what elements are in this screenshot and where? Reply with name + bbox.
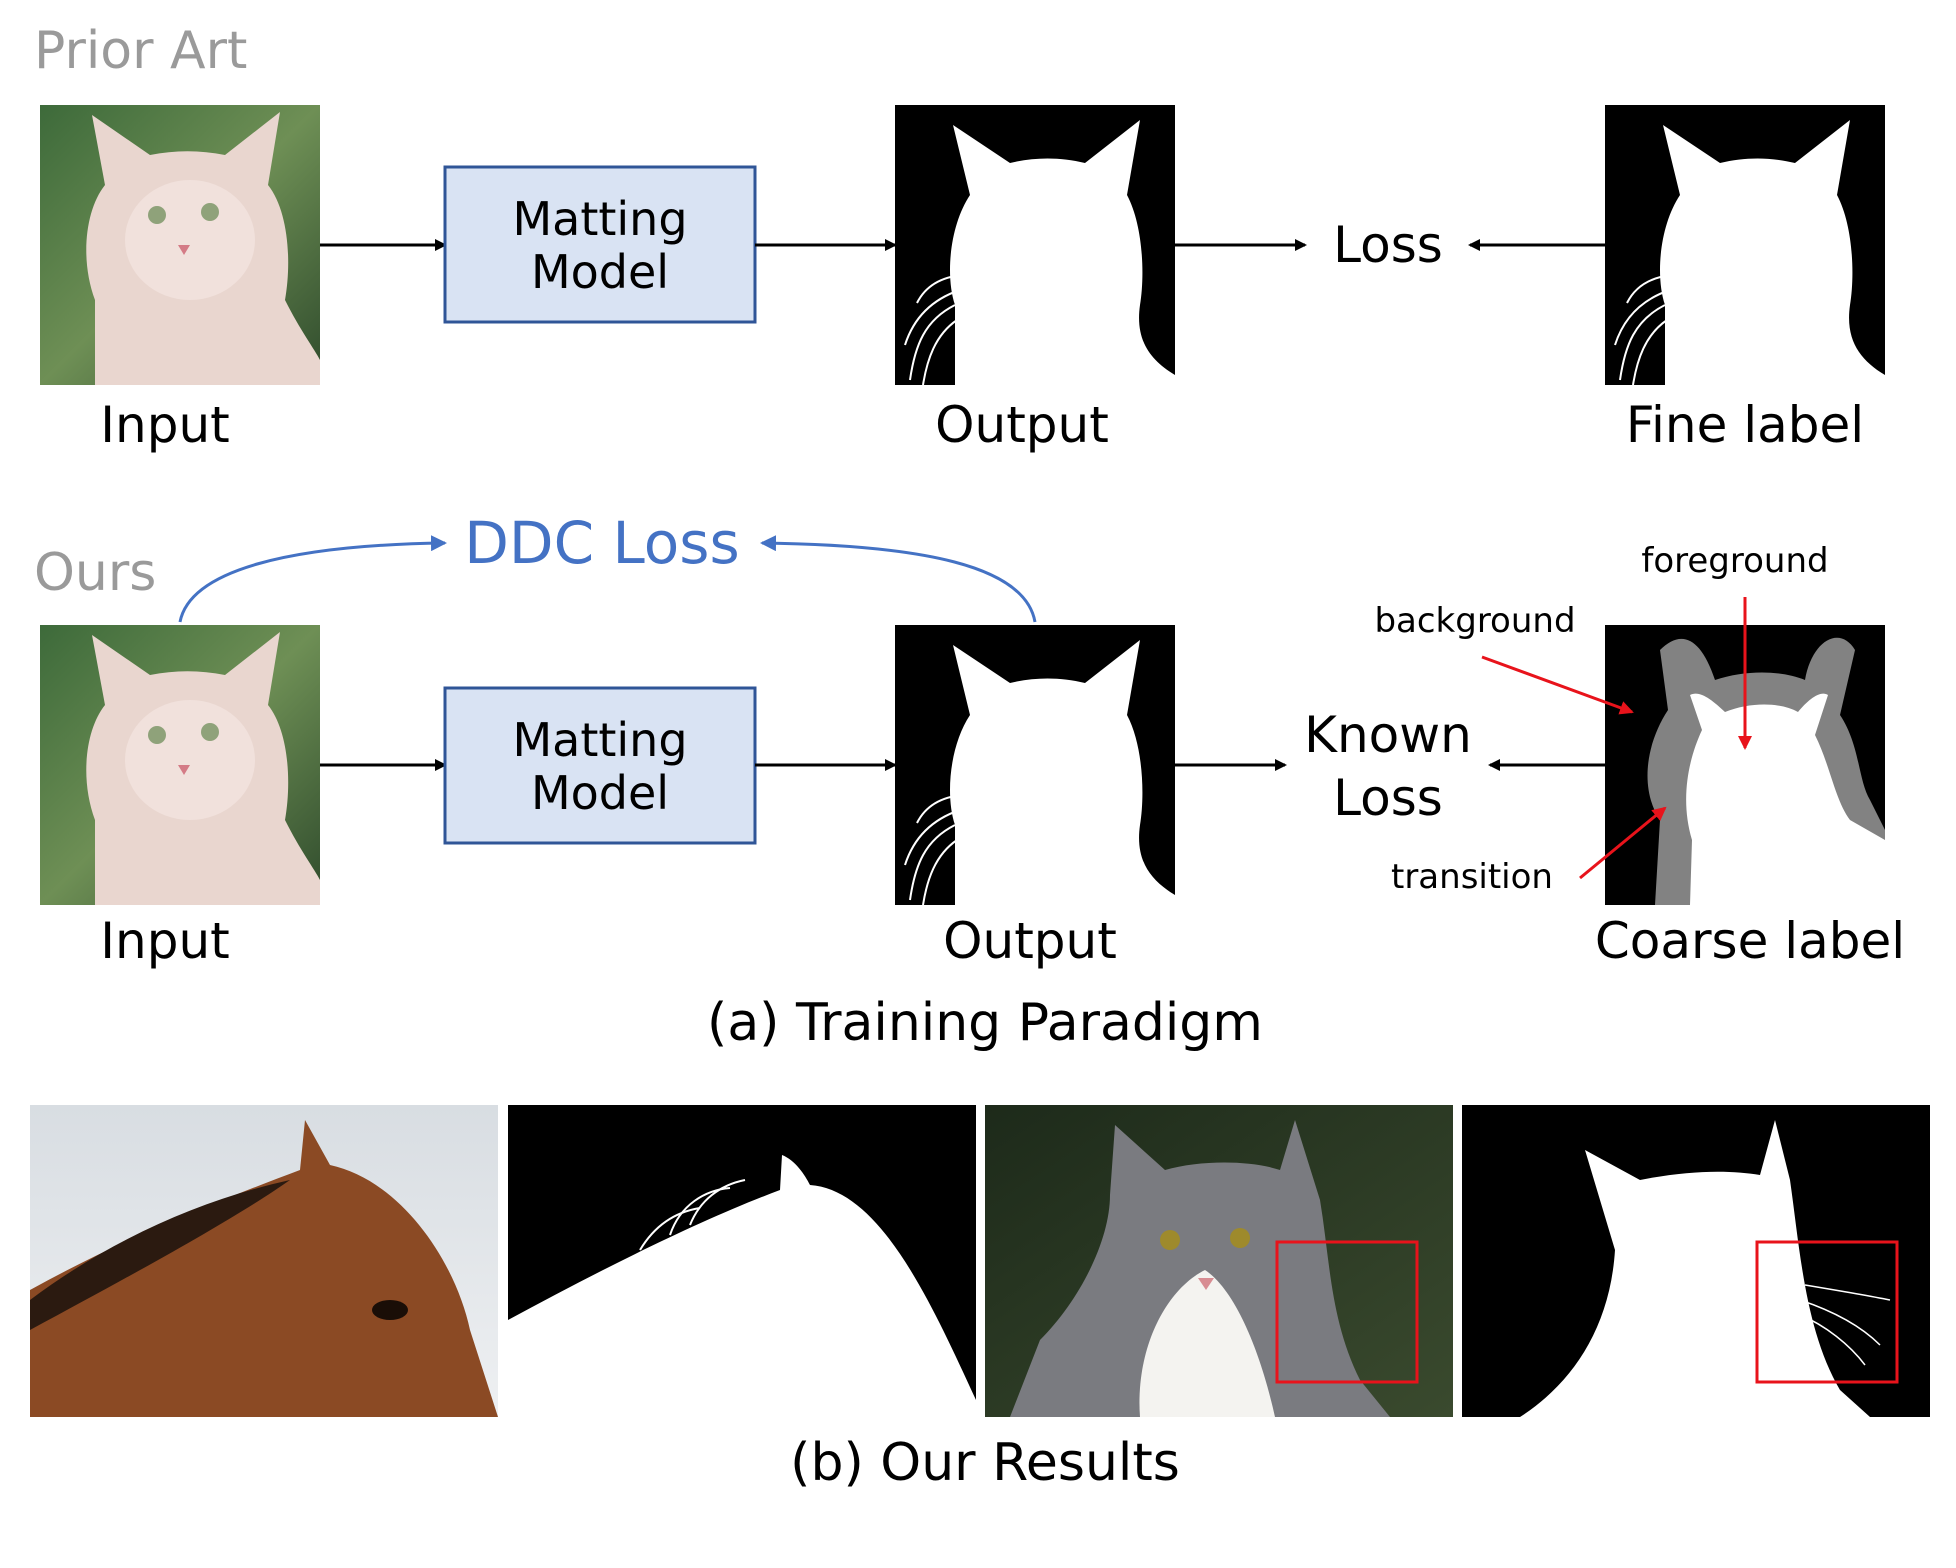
transition-pointer-arrow — [1579, 806, 1667, 880]
top-matting-model-box: Matting Model — [443, 165, 757, 324]
top-fine-label-text: Fine label — [1626, 396, 1864, 454]
top-model-line1: Matting — [512, 192, 687, 246]
top-input-image — [40, 105, 320, 385]
bottom-matting-model-box: Matting Model — [443, 686, 757, 845]
annotation-foreground: foreground — [1641, 541, 1828, 581]
zoom-box-cat-alpha — [1755, 1240, 1899, 1384]
top-input-label: Input — [100, 396, 229, 454]
top-output-label: Output — [935, 396, 1109, 454]
top-output-alpha-image — [895, 105, 1175, 385]
bottom-output-label: Output — [943, 912, 1117, 970]
zoom-box-cat-image — [1275, 1240, 1419, 1384]
top-fine-label-image — [1605, 105, 1885, 385]
caption-b: (b) Our Results — [790, 1433, 1180, 1493]
known-loss-line1: Known — [1304, 706, 1472, 764]
known-loss-line2: Loss — [1333, 769, 1443, 827]
prior-art-heading: Prior Art — [34, 21, 247, 81]
bottom-output-alpha-image — [895, 625, 1175, 905]
top-loss-label: Loss — [1333, 216, 1443, 274]
bottom-input-label: Input — [100, 912, 229, 970]
result-cat-alpha — [1462, 1105, 1930, 1417]
result-horse-alpha — [508, 1105, 976, 1417]
ddc-arrow-right — [760, 535, 1037, 623]
ours-heading: Ours — [34, 543, 156, 603]
annotation-transition: transition — [1391, 857, 1553, 897]
bottom-input-image — [40, 625, 320, 905]
top-model-line2: Model — [531, 245, 669, 299]
caption-a: (a) Training Paradigm — [707, 993, 1263, 1053]
ddc-loss-label: DDC Loss — [464, 509, 739, 577]
bottom-model-line1: Matting — [512, 713, 687, 767]
coarse-label-image — [1605, 625, 1885, 905]
ddc-arrow-left — [178, 535, 447, 623]
result-cat-image — [985, 1105, 1453, 1417]
coarse-label-text: Coarse label — [1595, 912, 1905, 970]
annotation-background: background — [1374, 601, 1575, 641]
result-horse-image — [30, 1105, 498, 1417]
bottom-model-line2: Model — [531, 766, 669, 820]
background-pointer-arrow — [1481, 655, 1634, 715]
